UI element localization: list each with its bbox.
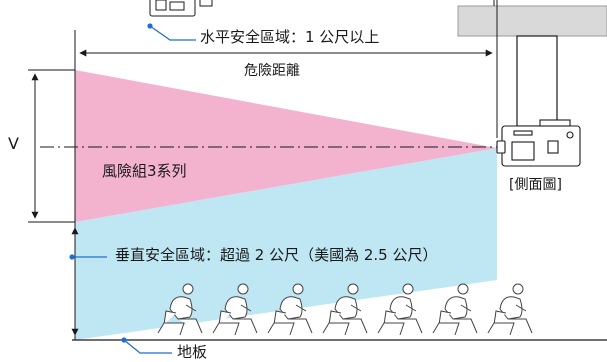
horizontal-safety-label: 水平安全區域：1 公尺以上 xyxy=(200,28,380,46)
audience xyxy=(157,283,533,336)
vertical-safety-zone xyxy=(75,148,497,340)
danger-distance-label: 危險距離 xyxy=(244,63,300,79)
seated-person-icon xyxy=(377,283,423,336)
v-label: V xyxy=(8,134,19,153)
seated-person-icon xyxy=(432,283,478,336)
seated-person-icon xyxy=(487,283,533,336)
vertical-safety-label: 垂直安全區域：超過 2 公尺（美國為 2.5 公尺） xyxy=(115,246,438,264)
ceiling xyxy=(457,5,607,37)
side-view-label: [側面圖] xyxy=(509,177,562,193)
callout-vertical-safety xyxy=(69,254,107,260)
ceiling-mount xyxy=(516,35,558,127)
seated-person-icon xyxy=(267,283,313,336)
projector-icon xyxy=(496,119,581,167)
callout-horizontal-safety xyxy=(147,23,196,41)
projector-icon xyxy=(149,0,213,17)
seated-person-icon xyxy=(157,283,203,336)
seated-person-icon xyxy=(212,283,258,336)
callout-floor xyxy=(121,337,172,354)
floor-label: 地板 xyxy=(177,343,208,361)
risk-group-label: 風險組3系列 xyxy=(102,162,187,180)
seated-person-icon xyxy=(322,283,368,336)
danger-zone xyxy=(75,70,497,222)
